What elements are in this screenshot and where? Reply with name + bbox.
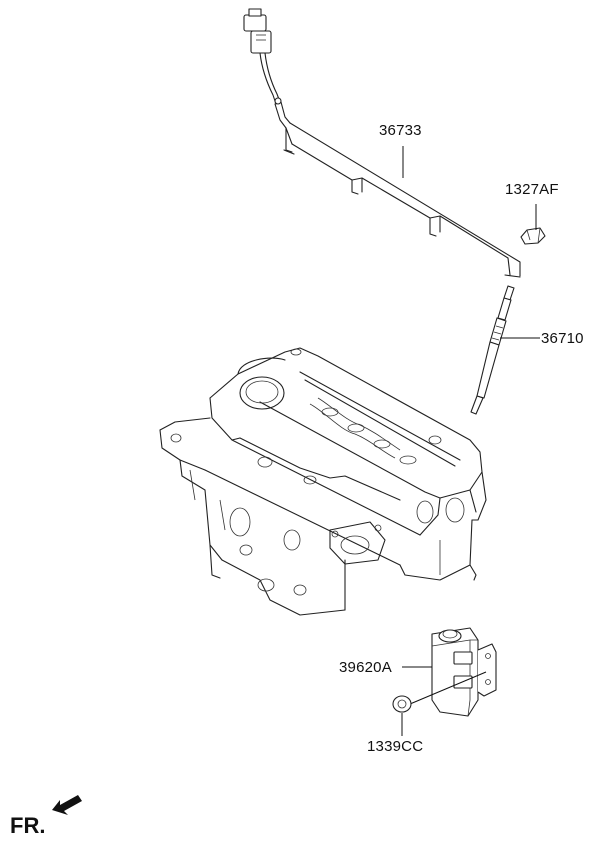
engine-cylinder-head (159, 347, 487, 616)
harness-connector (243, 8, 272, 54)
glow-relay-unit[interactable] (409, 627, 497, 717)
terminal-nut[interactable] (520, 227, 546, 245)
front-label: FR. (10, 813, 46, 838)
relay-nut[interactable] (392, 695, 412, 713)
label-terminal-nut: 1327AF (505, 181, 559, 198)
label-relay-nut: 1339CC (367, 738, 424, 755)
glow-plug[interactable] (470, 285, 515, 415)
leader-lines (401, 146, 540, 736)
glow-plug-harness[interactable] (243, 8, 521, 278)
label-harness: 36733 (379, 122, 422, 139)
front-direction-arrow-icon (52, 795, 82, 815)
label-relay-unit: 39620A (339, 659, 392, 676)
label-glow-plug: 36710 (541, 330, 584, 347)
